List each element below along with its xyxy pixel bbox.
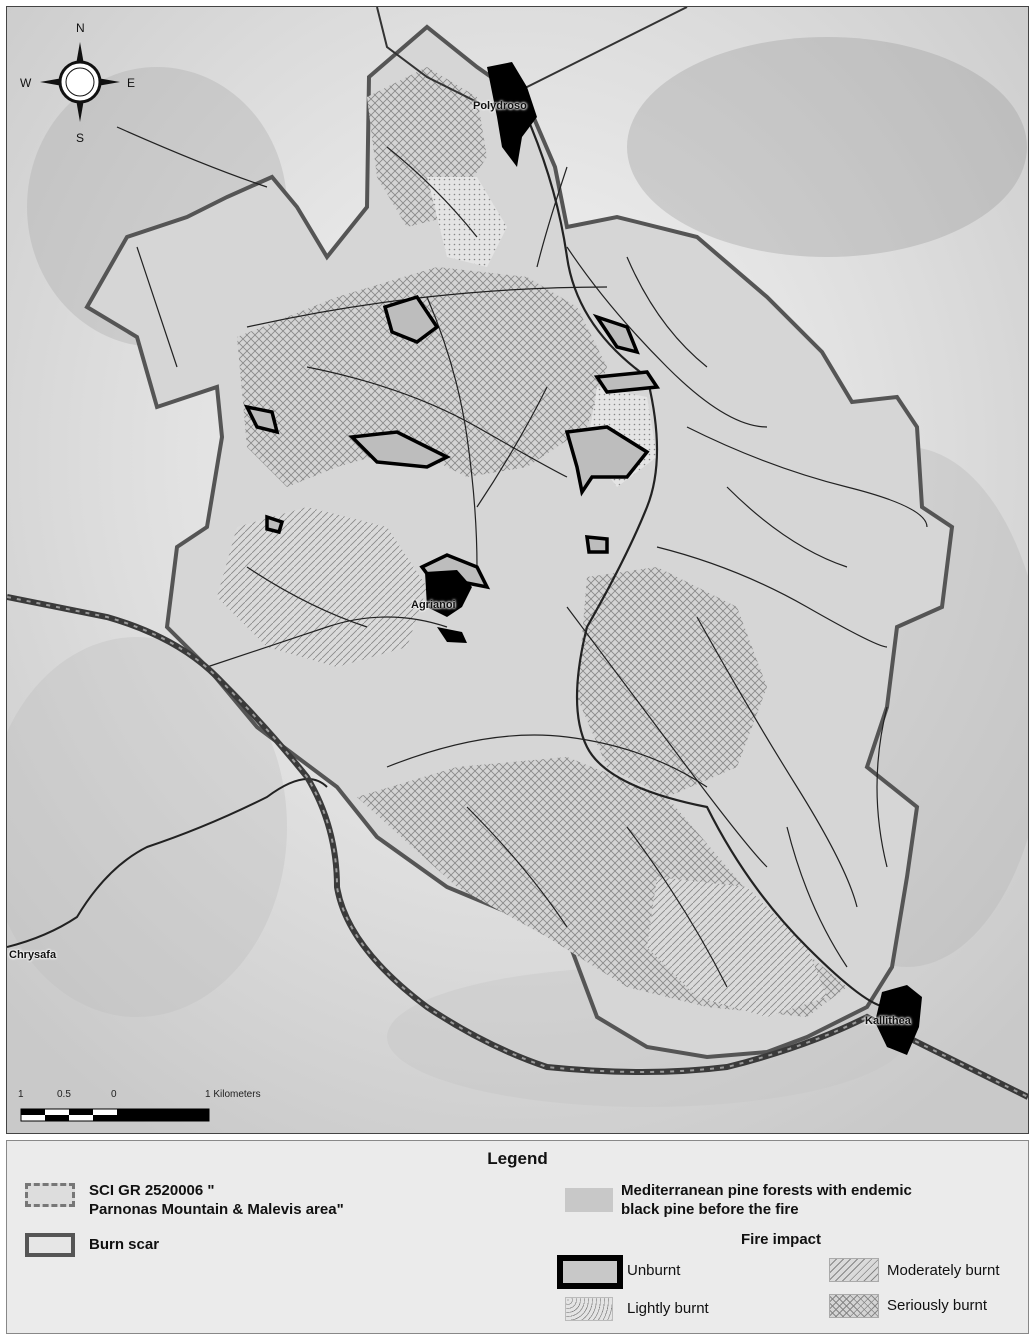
unburnt-swatch: [557, 1255, 623, 1289]
sci-boundary-swatch: [25, 1183, 75, 1207]
map-canvas: [7, 7, 1028, 1133]
legend-lightly-burnt: Lightly burnt: [627, 1300, 709, 1317]
pine-forest-patch: [577, 567, 767, 797]
village-kallithea-shape: [875, 985, 922, 1055]
map-legend: Legend SCI GR 2520006 " Parnonas Mountai…: [6, 1140, 1029, 1334]
village-agrianoi-shape: [425, 570, 472, 617]
legend-fire-impact: Fire impact: [741, 1231, 822, 1248]
road: [7, 594, 1028, 1100]
legend-seriously-burnt: Seriously burnt: [887, 1297, 988, 1314]
unburnt-patches: [243, 294, 661, 590]
legend-sci-line2: Parnonas Mountain & Malevis area": [89, 1201, 344, 1218]
legend-pine-line1: Mediterranean pine forests with endemic: [621, 1182, 912, 1199]
compass-north-label: N: [76, 21, 85, 35]
burn-scar-swatch: [25, 1233, 75, 1257]
compass-rose: [40, 42, 120, 122]
compass-east-label: E: [127, 76, 136, 90]
pine-forest-swatch: [565, 1188, 613, 1212]
legend-sci-line1: SCI GR 2520006 ": [89, 1182, 215, 1199]
main-river: [525, 116, 888, 1009]
scale-bar: [20, 1108, 210, 1122]
stream-network: [116, 126, 928, 988]
pine-forest-patch: [217, 507, 427, 667]
place-label-kallithea: Kallithea: [865, 1015, 911, 1027]
seriously-burnt-swatch: [829, 1294, 879, 1318]
compass-south-label: S: [76, 131, 85, 145]
legend-unburnt: Unburnt: [627, 1262, 681, 1279]
pine-forest-patch: [427, 177, 507, 267]
lightly-burnt-swatch: [565, 1297, 613, 1321]
scale-label-zero: 0: [111, 1089, 117, 1100]
legend-pine-line2: black pine before the fire: [621, 1201, 799, 1218]
place-label-chrysafa: Chrysafa: [9, 949, 57, 961]
scale-label-half: 0.5: [57, 1089, 71, 1100]
legend-title: Legend: [487, 1149, 548, 1168]
compass-west-label: W: [20, 76, 32, 90]
place-label-agrianoi: Agrianoi: [411, 599, 456, 611]
map-area: N S E W Polydroso Agrianoi Chrysafa Kall…: [6, 6, 1029, 1134]
burn-scar-area: [84, 24, 955, 1060]
village-agrianoi-extra: [437, 627, 467, 643]
scale-label-km: 1 Kilometers: [205, 1089, 261, 1100]
village-polydroso-shape: [487, 62, 537, 167]
place-label-polydroso: Polydroso: [473, 100, 527, 112]
river-west: [7, 778, 328, 948]
legend-burn-scar: Burn scar: [89, 1236, 160, 1253]
scale-label-1: 1: [18, 1089, 24, 1100]
pine-forest-patch: [237, 267, 607, 487]
moderately-burnt-swatch: [829, 1258, 879, 1282]
pine-forest-patch: [647, 877, 827, 1017]
legend-moderately-burnt: Moderately burnt: [887, 1262, 1000, 1279]
